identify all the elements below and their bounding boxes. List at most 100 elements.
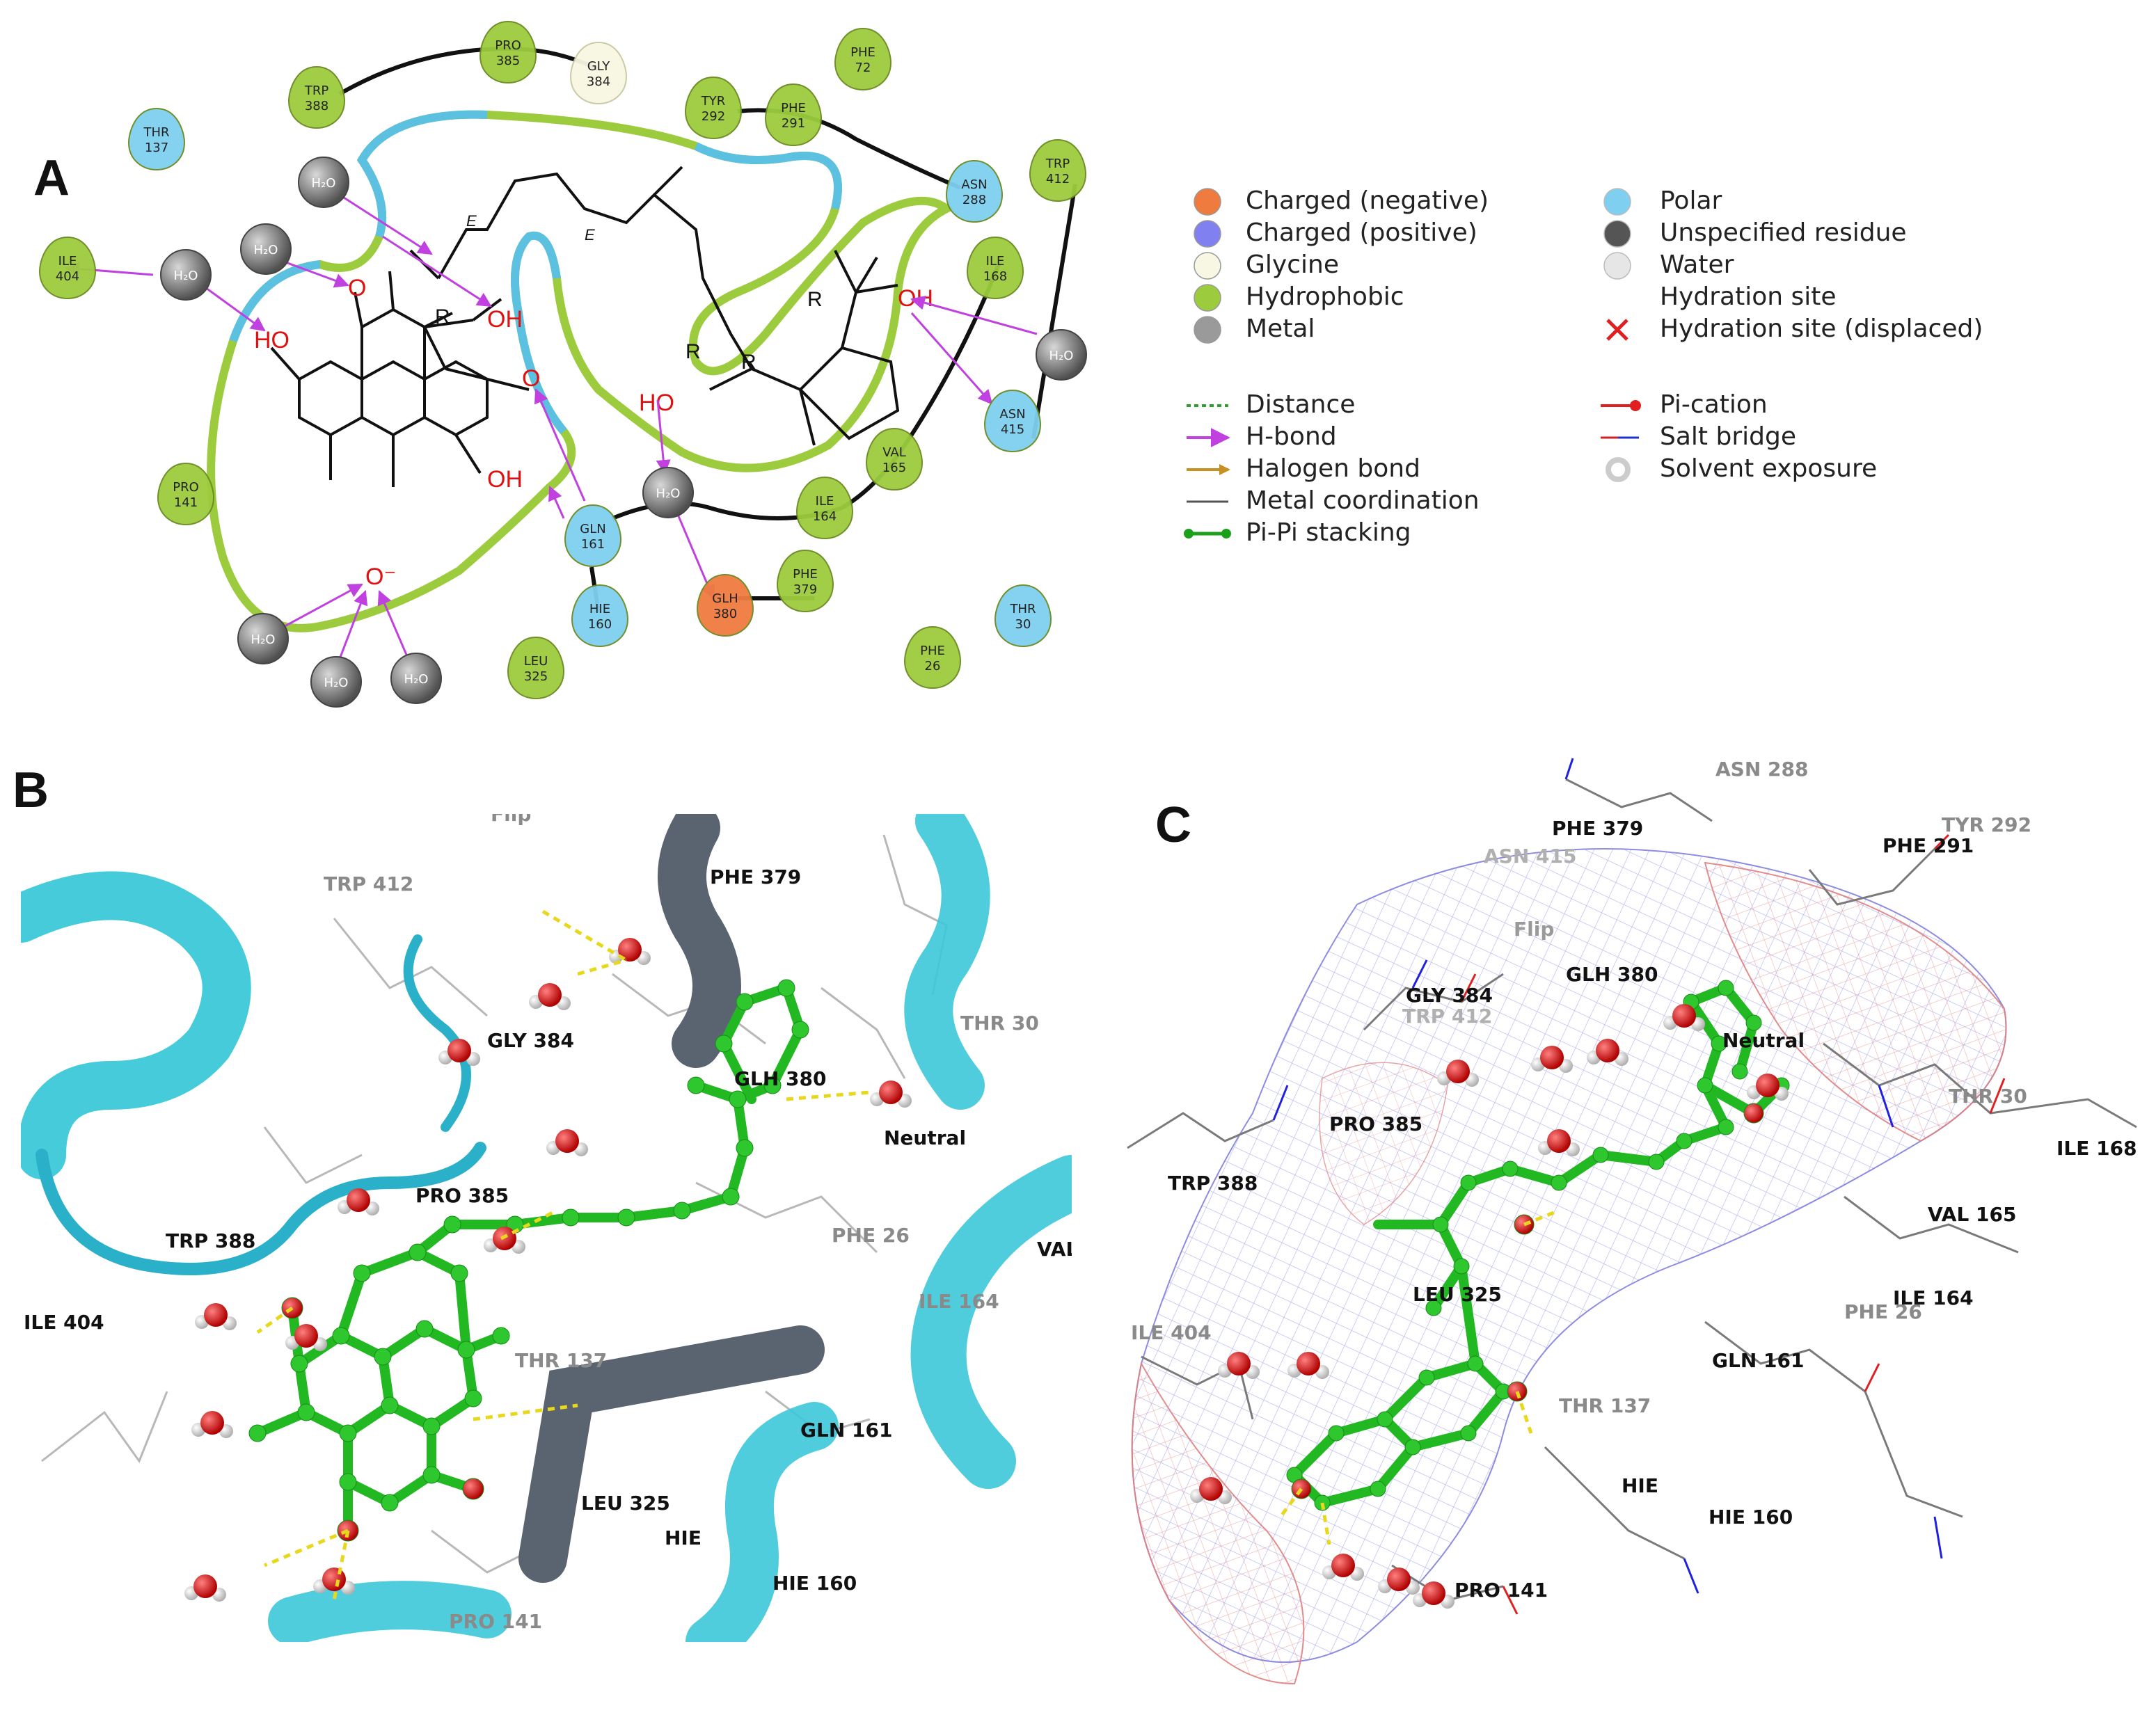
water-h2o: H₂O bbox=[160, 249, 212, 301]
legend-swatch bbox=[1194, 188, 1221, 216]
residue-name: LEU bbox=[524, 654, 548, 669]
atom bbox=[673, 1202, 691, 1220]
residue-label: TYR 292 bbox=[1942, 813, 2031, 836]
atom bbox=[1592, 1147, 1609, 1163]
water-molecule bbox=[1322, 1554, 1364, 1581]
residue-number: 30 bbox=[1015, 617, 1031, 632]
residue-label: GLH 380 bbox=[1566, 963, 1658, 986]
water-molecule bbox=[1287, 1352, 1329, 1379]
residue-label: Flip bbox=[491, 803, 531, 826]
residue-name: PHE bbox=[793, 567, 818, 582]
residue-label: GLY 384 bbox=[487, 1029, 574, 1052]
atom bbox=[1745, 1014, 1762, 1031]
atom bbox=[715, 1035, 733, 1053]
water-h2o: H₂O bbox=[390, 653, 442, 704]
water-molecule bbox=[191, 1411, 233, 1438]
water-h2o: H₂O bbox=[310, 656, 362, 708]
water-label: H₂O bbox=[404, 672, 429, 687]
residue-label: HIE 160 bbox=[1709, 1506, 1793, 1529]
residue-label: PHE 26 bbox=[832, 1224, 910, 1247]
atom-ho: HO bbox=[254, 327, 290, 353]
hbond-arrow bbox=[336, 590, 368, 665]
residue-label: ILE 164 bbox=[919, 1290, 999, 1313]
residue-number: 141 bbox=[174, 495, 198, 510]
panel-letter-b: B bbox=[13, 763, 49, 818]
atom bbox=[1648, 1154, 1665, 1170]
residue-name: ILE bbox=[58, 254, 77, 269]
atom-o-minus: O⁻ bbox=[365, 564, 396, 590]
atom-oh: OH bbox=[487, 306, 523, 333]
residue-name: THR bbox=[1009, 602, 1036, 616]
legend-item: Distance bbox=[1246, 390, 1356, 419]
atom-r-2: R bbox=[685, 340, 701, 363]
atom bbox=[1418, 1369, 1435, 1386]
atom bbox=[332, 1327, 350, 1345]
atom bbox=[736, 993, 754, 1011]
water-molecule bbox=[1437, 1060, 1479, 1087]
atom bbox=[791, 1021, 809, 1039]
residue-label: ILE 404 bbox=[1131, 1321, 1212, 1344]
residue-label: VAL bbox=[1037, 1238, 1078, 1261]
water-h2o: H₂O bbox=[298, 157, 349, 208]
residue-number: 168 bbox=[983, 269, 1007, 284]
atom bbox=[409, 1243, 427, 1261]
residue-name: PRO bbox=[173, 480, 199, 495]
residue-number: 385 bbox=[496, 54, 520, 68]
water-molecule bbox=[529, 983, 571, 1010]
atom bbox=[1743, 1103, 1764, 1124]
residue-name: GLN bbox=[580, 522, 605, 536]
legend-swatch bbox=[1606, 319, 1628, 341]
legend-item: Water bbox=[1660, 250, 1734, 279]
residue-number: 72 bbox=[855, 61, 871, 75]
atom bbox=[1502, 1160, 1519, 1177]
atom bbox=[1718, 1119, 1734, 1135]
atom-o: O bbox=[348, 275, 366, 301]
atom bbox=[339, 1473, 357, 1491]
atom bbox=[353, 1264, 371, 1282]
water-label: H₂O bbox=[174, 269, 198, 283]
water-molecule bbox=[438, 1039, 480, 1066]
waters bbox=[1190, 1004, 1789, 1609]
residue-label: PRO 141 bbox=[449, 1610, 542, 1633]
residue-label: ILE 164 bbox=[1893, 1286, 1974, 1309]
residue-name: ILE bbox=[816, 494, 834, 509]
atom bbox=[1377, 1411, 1393, 1428]
hbond-arrow bbox=[548, 486, 565, 519]
hbond-arrow bbox=[534, 388, 586, 502]
atom bbox=[1460, 1425, 1477, 1442]
water-label: H₂O bbox=[254, 243, 278, 257]
atom bbox=[1432, 1216, 1449, 1233]
residue-label: GLH 380 bbox=[734, 1067, 826, 1090]
residue-label: TRP 412 bbox=[1402, 1005, 1492, 1028]
water-h2o: H₂O bbox=[1036, 329, 1087, 381]
atom bbox=[462, 1478, 484, 1500]
water-molecule bbox=[1663, 1004, 1705, 1031]
residue-name: THR bbox=[143, 125, 169, 140]
residue-number: 388 bbox=[305, 99, 328, 113]
atom bbox=[1453, 1258, 1470, 1275]
residue-label: PHE 291 bbox=[1882, 834, 1974, 857]
residue-number: 288 bbox=[962, 193, 986, 207]
atom-r-4: R bbox=[807, 288, 823, 311]
legend-item: Polar bbox=[1660, 186, 1722, 215]
legend-swatch bbox=[1194, 316, 1221, 344]
residue-number: 415 bbox=[1001, 422, 1024, 437]
residue-label: PRO 141 bbox=[1454, 1579, 1548, 1602]
residue-number: 164 bbox=[813, 509, 837, 524]
residue-number: 165 bbox=[882, 461, 906, 475]
